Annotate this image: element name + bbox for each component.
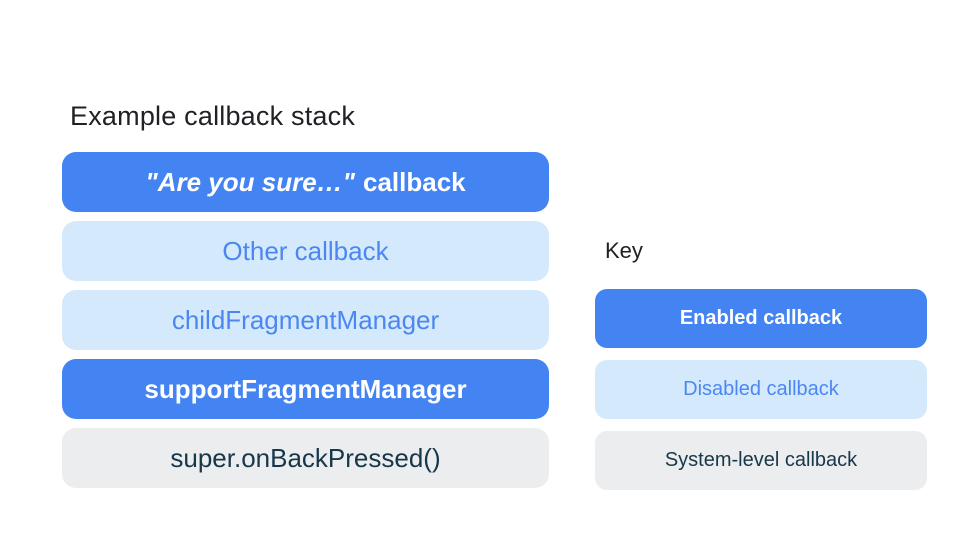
key-title: Key <box>605 238 643 263</box>
diagram-title: Example callback stack <box>70 101 356 131</box>
stack-box-other-callback: Other callback <box>62 221 549 281</box>
stack-box-super-on-back-pressed: super.onBackPressed() <box>62 428 549 488</box>
key-item-disabled-callback: Disabled callback <box>595 360 927 419</box>
key-item-enabled-callback: Enabled callback <box>595 289 927 348</box>
stack-box-label: super.onBackPressed() <box>170 442 441 473</box>
stack-box-label: supportFragmentManager <box>144 373 467 404</box>
key-item-label: Disabled callback <box>683 378 839 400</box>
key-item-label: System-level callback <box>664 449 858 471</box>
stack-box-are-you-sure-callback: "Are you sure…" callback <box>62 152 549 212</box>
stack-box-label: Other callback <box>222 235 389 266</box>
key-item-system-level-callback: System-level callback <box>595 431 927 490</box>
stack-box-label-rest: callback <box>362 166 466 197</box>
key-item-label: Enabled callback <box>679 307 843 329</box>
stack-box-child-fragment-manager: childFragmentManager <box>62 290 549 350</box>
stack-box-support-fragment-manager: supportFragmentManager <box>62 359 549 419</box>
stack-box-label-italic: "Are you sure…" <box>145 166 355 197</box>
stack-box-label: childFragmentManager <box>171 304 440 335</box>
